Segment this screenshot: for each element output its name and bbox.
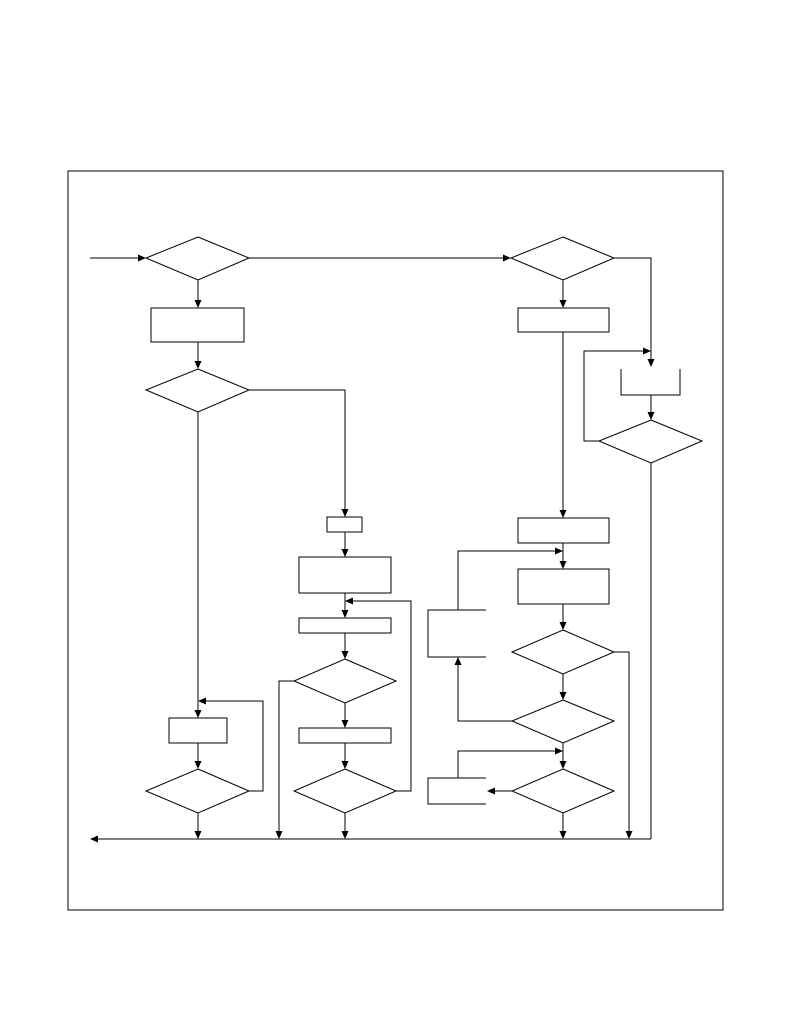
process-middle-3 xyxy=(298,727,392,744)
connector-right-2-exit xyxy=(614,651,630,832)
exit-arrowhead xyxy=(90,835,98,843)
connector-middle-1-exit xyxy=(278,680,294,832)
loopback-far-right xyxy=(583,350,644,442)
process-right-1 xyxy=(517,307,610,333)
process-middle-2 xyxy=(298,617,392,634)
process-right-3 xyxy=(517,568,610,605)
loopback-middle xyxy=(352,600,412,792)
process-bracket-lower xyxy=(427,777,486,805)
process-left-1 xyxy=(150,307,245,343)
decision-right-2 xyxy=(510,629,616,675)
loopback-right-lower xyxy=(457,750,556,778)
entry-arrowhead xyxy=(138,254,146,262)
process-bracket-far-right xyxy=(620,369,681,396)
decision-left-2 xyxy=(144,368,251,413)
decision-middle-2 xyxy=(292,768,398,814)
process-left-loop xyxy=(168,717,228,744)
decision-right-4 xyxy=(510,768,616,814)
connector-right-3-to-bracket xyxy=(457,664,512,722)
decision-far-right xyxy=(597,419,704,464)
connector-right-1-to-far-right xyxy=(614,257,652,360)
decision-middle-1 xyxy=(292,658,398,704)
process-right-2 xyxy=(517,517,610,544)
loopback-right-upper xyxy=(457,550,556,610)
decision-left-loop xyxy=(144,768,251,814)
decision-right-1 xyxy=(509,236,616,281)
decision-entry xyxy=(144,236,251,281)
loopback-left xyxy=(205,700,264,792)
decision-right-3 xyxy=(510,699,616,744)
diagram-frame xyxy=(67,170,724,911)
connector-left-2-to-middle xyxy=(249,389,346,510)
process-middle-small xyxy=(326,516,363,533)
process-bracket-upper xyxy=(427,609,486,658)
process-middle-1 xyxy=(298,556,392,594)
